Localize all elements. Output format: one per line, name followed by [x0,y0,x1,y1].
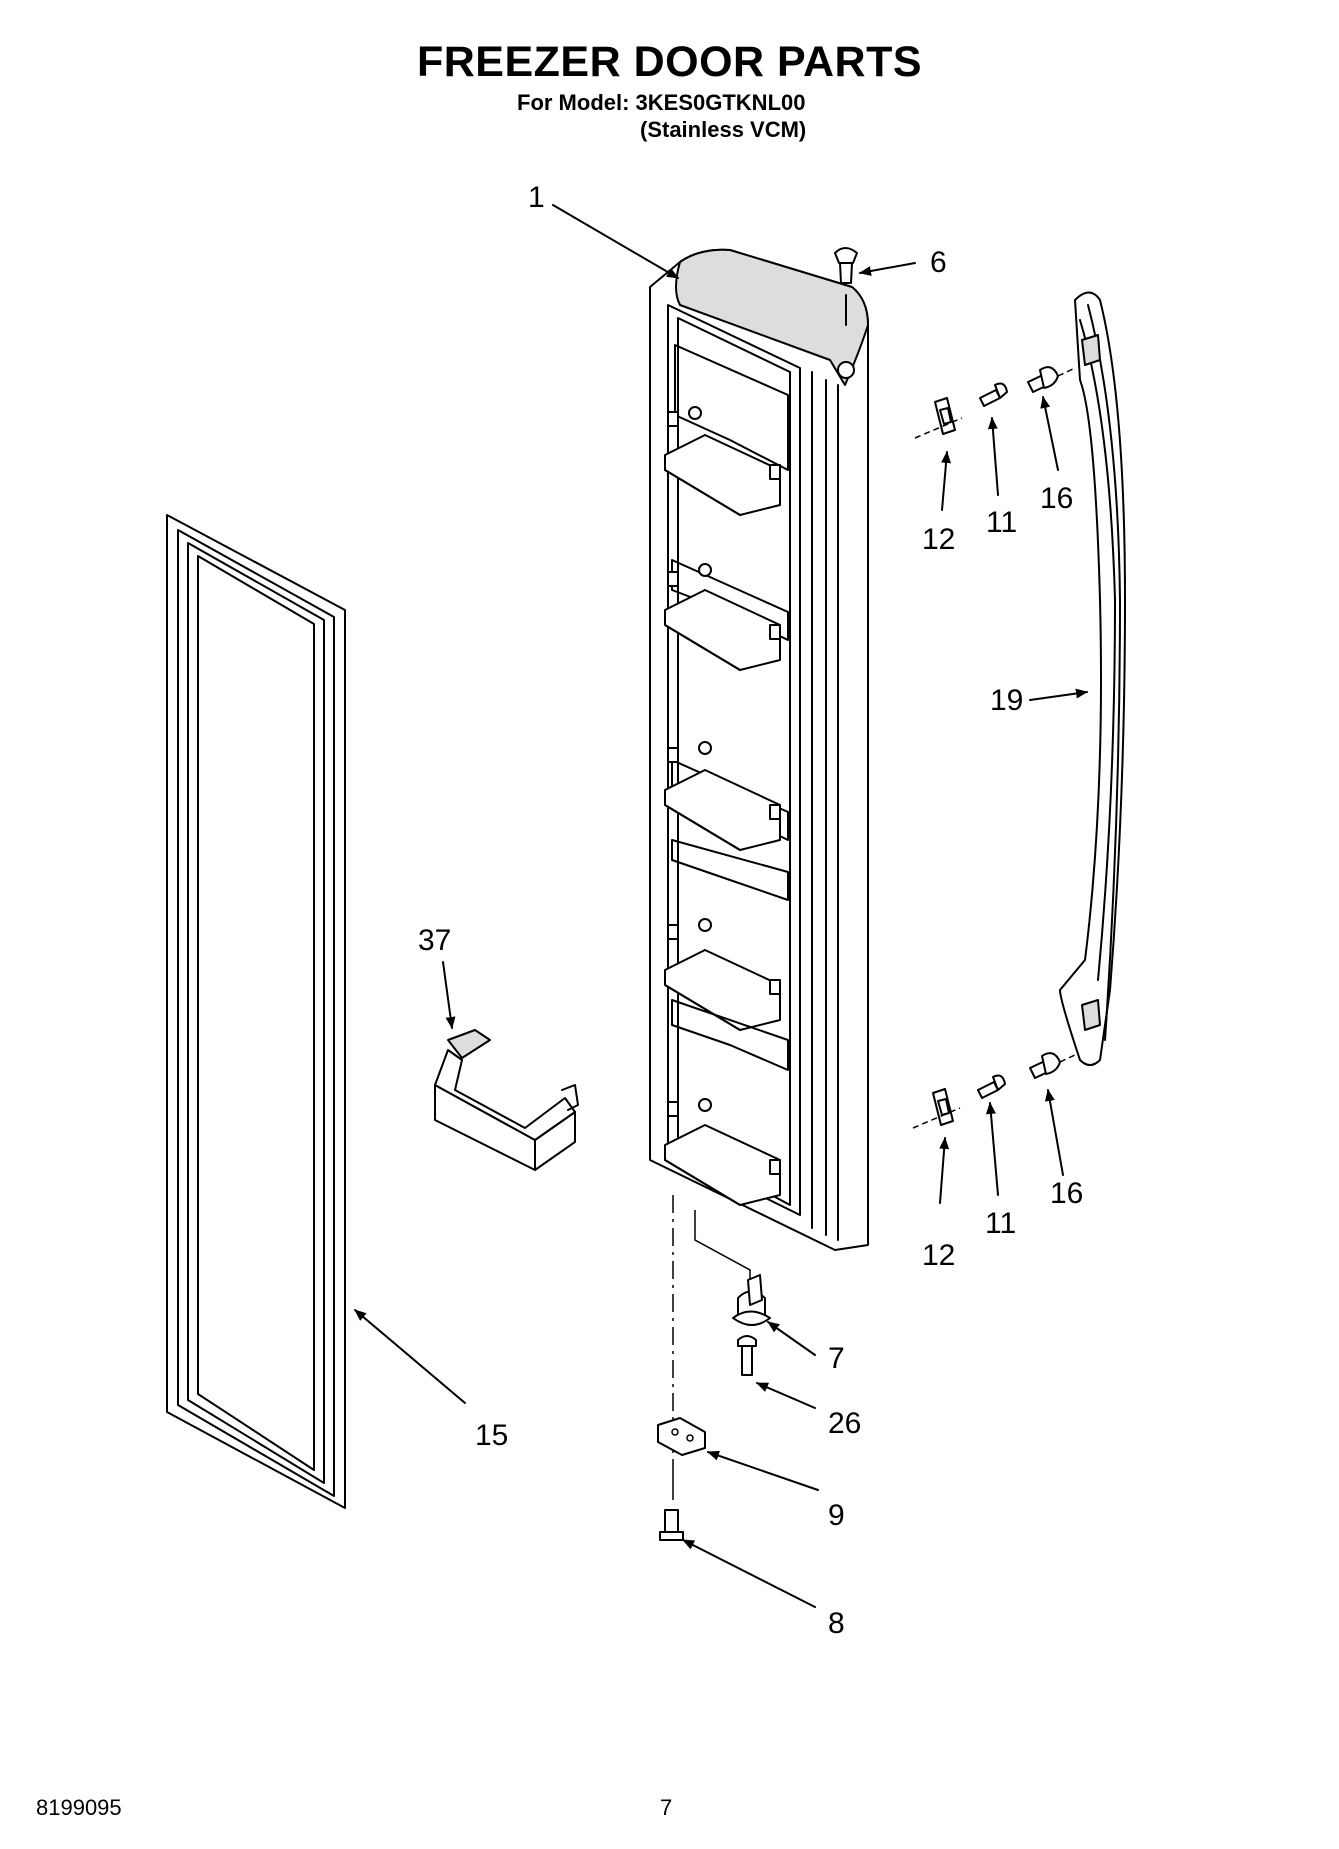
callout-19: 19 [990,684,1023,717]
model-number: For Model: 3KES0GTKNL00 [517,90,806,115]
callout-9: 9 [828,1499,845,1532]
door-handle-part [1059,291,1126,1066]
callout-16-lower: 16 [1050,1177,1083,1210]
callout-16-upper: 16 [1040,482,1073,515]
lower-handle-fasteners [912,1052,1078,1129]
callout-8: 8 [828,1607,845,1640]
page-title: FREEZER DOOR PARTS [416,38,923,86]
freezer-door-part [649,248,869,1251]
callout-11-lower: 11 [985,1207,1016,1240]
callout-11-upper: 11 [986,506,1017,539]
upper-handle-fasteners [914,366,1076,439]
callout-7: 7 [828,1342,845,1375]
callout-26: 26 [828,1407,861,1440]
callout-6: 6 [930,246,947,279]
leader-lines [354,204,1088,1608]
callout-labels: 1 6 12 11 16 19 37 12 11 16 7 26 15 9 8 [418,181,1083,1640]
model-finish: (Stainless VCM) [640,117,807,142]
page-number: 7 [660,1795,673,1820]
callout-12-lower: 12 [922,1239,955,1272]
callout-12-upper: 12 [922,523,955,556]
top-hinge-plug-part [834,247,858,326]
shelf-clips [667,406,781,1175]
door-bin-part [434,1029,579,1171]
door-gasket-part [166,514,346,1509]
bottom-hinge-assembly [657,1195,771,1541]
callout-15: 15 [475,1419,508,1452]
document-number: 8199095 [36,1795,122,1820]
callout-1: 1 [528,181,545,214]
callout-37: 37 [418,924,451,957]
